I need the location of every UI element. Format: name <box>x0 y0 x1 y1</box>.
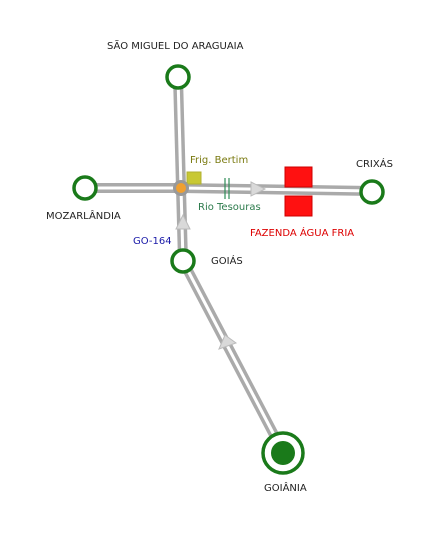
label-crixas: CRIXÁS <box>356 159 393 170</box>
direction-arrow-east <box>250 181 267 197</box>
label-rio: Rio Tesouras <box>198 202 261 213</box>
river-crossing <box>224 178 230 199</box>
direction-arrow-north <box>175 213 191 230</box>
fazenda-marker-top <box>284 166 313 188</box>
label-mozarlandia: MOZARLÂNDIA <box>46 211 121 222</box>
label-frigorifico: Frig. Bertim <box>190 155 249 166</box>
frigorifico-marker <box>186 171 202 185</box>
label-sao-miguel: SÃO MIGUEL DO ARAGUAIA <box>107 41 244 52</box>
direction-arrow-diagonal <box>218 334 238 350</box>
fazenda-marker-bottom <box>284 195 313 217</box>
label-road: GO-164 <box>133 236 172 247</box>
label-goias: GOIÁS <box>211 256 243 267</box>
node-mozarlandia[interactable] <box>72 175 98 201</box>
label-fazenda: FAZENDA ÁGUA FRIA <box>250 228 355 239</box>
road-network <box>85 76 373 455</box>
label-goiania: GOIÂNIA <box>264 483 307 494</box>
node-crixas[interactable] <box>359 179 385 205</box>
node-goiania[interactable] <box>261 431 305 475</box>
node-goias[interactable] <box>170 248 196 274</box>
node-sao-miguel[interactable] <box>165 64 191 90</box>
